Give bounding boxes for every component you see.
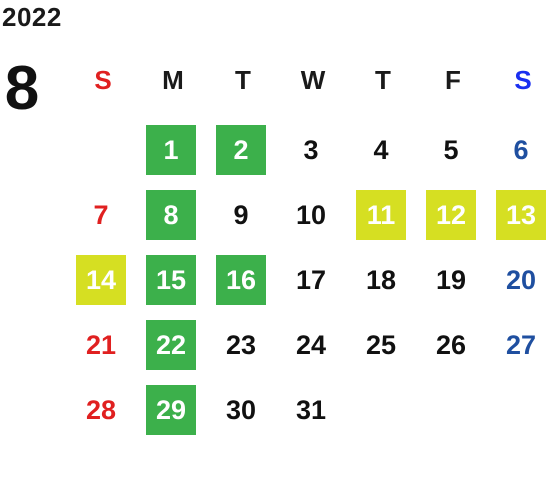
day-cell[interactable]: 27	[488, 320, 548, 370]
day-number: 26	[435, 330, 467, 360]
weekday-fri: F	[445, 65, 461, 95]
weekday-mon: M	[162, 65, 184, 95]
day-cell[interactable]: 2	[208, 125, 278, 175]
day-cell[interactable]: 17	[278, 255, 348, 305]
day-cell[interactable]: 20	[488, 255, 548, 305]
day-number: 22	[146, 320, 196, 370]
day-number: 20	[505, 265, 537, 295]
day-number: 16	[216, 255, 266, 305]
weekday-sat: S	[514, 65, 532, 95]
day-cell[interactable]: 14	[68, 255, 138, 305]
day-number: 8	[146, 190, 196, 240]
day-cell[interactable]: 28	[68, 385, 138, 435]
day-number: 4	[373, 135, 389, 165]
day-cell[interactable]: 13	[488, 190, 548, 240]
day-number: 28	[85, 395, 117, 425]
day-number: 14	[76, 255, 126, 305]
day-cell[interactable]: 12	[418, 190, 488, 240]
day-number: 17	[295, 265, 327, 295]
day-number: 21	[85, 330, 117, 360]
day-cell[interactable]: 30	[208, 385, 278, 435]
day-cell[interactable]: 25	[348, 320, 418, 370]
day-cell[interactable]: 23	[208, 320, 278, 370]
day-cell[interactable]: 16	[208, 255, 278, 305]
weekday-thu: T	[375, 65, 391, 95]
day-number: 5	[443, 135, 459, 165]
day-cell[interactable]: 10	[278, 190, 348, 240]
day-cell[interactable]: 4	[348, 125, 418, 175]
weekday-tue: T	[235, 65, 251, 95]
day-number: 19	[435, 265, 467, 295]
day-number: 23	[225, 330, 257, 360]
day-number: 10	[295, 200, 327, 230]
day-number: 9	[233, 200, 249, 230]
day-number: 31	[295, 395, 327, 425]
day-number: 29	[146, 385, 196, 435]
day-cell[interactable]: 22	[138, 320, 208, 370]
weekday-sun: S	[94, 65, 112, 95]
weekday-wed: W	[300, 65, 326, 95]
day-cell[interactable]: 5	[418, 125, 488, 175]
day-number: 2	[216, 125, 266, 175]
day-cell[interactable]: 24	[278, 320, 348, 370]
month-label: 8	[4, 54, 40, 123]
day-cell[interactable]: 29	[138, 385, 208, 435]
day-number: 25	[365, 330, 397, 360]
weekday-header: S M T W T F S	[68, 60, 548, 100]
day-cell[interactable]: 31	[278, 385, 348, 435]
day-number: 7	[93, 200, 109, 230]
day-cell[interactable]: 18	[348, 255, 418, 305]
day-number: 11	[356, 190, 406, 240]
day-cell[interactable]: 21	[68, 320, 138, 370]
day-cell[interactable]: 7	[68, 190, 138, 240]
day-number: 12	[426, 190, 476, 240]
day-number: 3	[303, 135, 319, 165]
day-number: 6	[513, 135, 529, 165]
day-cell[interactable]: 3	[278, 125, 348, 175]
day-number: 18	[365, 265, 397, 295]
day-cell[interactable]: 8	[138, 190, 208, 240]
day-cell[interactable]: 26	[418, 320, 488, 370]
day-number: 1	[146, 125, 196, 175]
day-cell[interactable]: 6	[488, 125, 548, 175]
day-number: 30	[225, 395, 257, 425]
year-label: 2022	[2, 2, 62, 32]
day-cell[interactable]: 9	[208, 190, 278, 240]
day-number: 24	[295, 330, 327, 360]
day-cell[interactable]: 15	[138, 255, 208, 305]
day-number: 13	[496, 190, 546, 240]
day-number: 27	[505, 330, 537, 360]
day-number: 15	[146, 255, 196, 305]
day-cell[interactable]: 19	[418, 255, 488, 305]
day-cell[interactable]: 11	[348, 190, 418, 240]
day-cell[interactable]: 1	[138, 125, 208, 175]
